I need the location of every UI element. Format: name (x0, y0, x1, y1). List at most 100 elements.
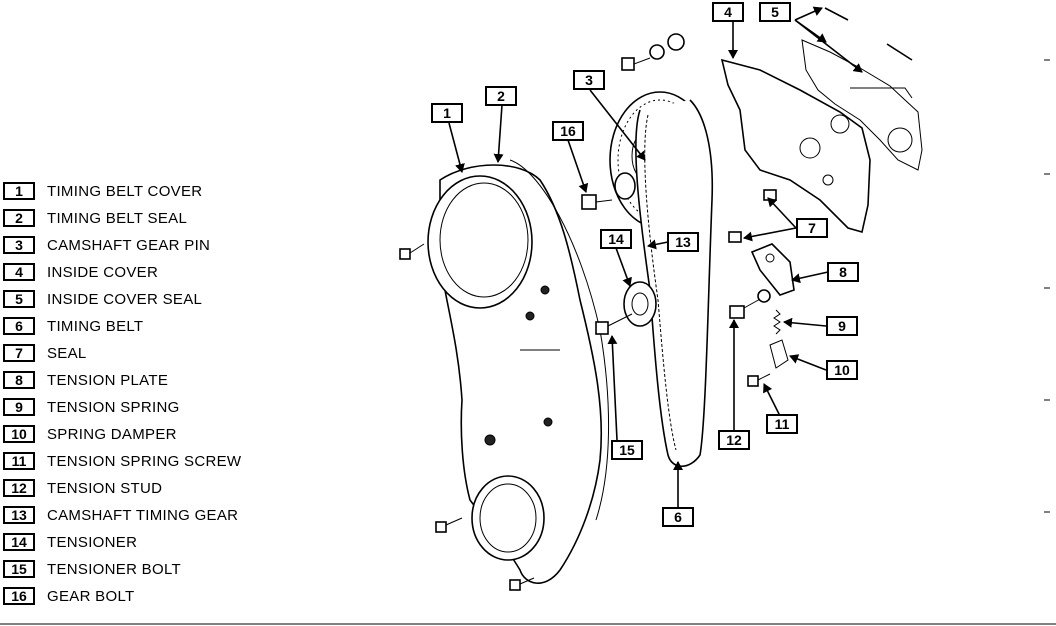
legend-number: 16 (3, 587, 35, 605)
cover-bolt-bottom-left (435, 517, 463, 533)
legend-item-gear-bolt: 16 GEAR BOLT (3, 585, 134, 607)
legend-number: 2 (3, 209, 35, 227)
callout-12: 12 (718, 430, 750, 450)
callout-16-label: 16 (560, 123, 576, 139)
gear-bolt-part (581, 194, 613, 210)
legend-item-timing-belt: 6 TIMING BELT (3, 315, 143, 337)
callout-8-label: 8 (839, 264, 847, 280)
margin-ticks (1044, 59, 1050, 513)
top-bolt (621, 33, 685, 71)
legend-label: TIMING BELT (47, 317, 144, 335)
legend-item-spring-damper: 10 SPRING DAMPER (3, 423, 177, 445)
cover-bolt-bottom (509, 577, 535, 591)
legend-number: 6 (3, 317, 35, 335)
legend-item-camshaft-gear-pin: 3 CAMSHAFT GEAR PIN (3, 234, 210, 256)
callout-5: 5 (759, 2, 791, 22)
legend-number: 5 (3, 290, 35, 308)
callout-6-label: 6 (674, 509, 682, 525)
legend-number: 13 (3, 506, 35, 524)
callout-2: 2 (485, 86, 517, 106)
inside-cover-seal (801, 7, 923, 171)
inside-cover (720, 58, 871, 234)
spring-damper (769, 339, 789, 369)
callout-10-label: 10 (834, 362, 850, 378)
callout-3-label: 3 (585, 72, 593, 88)
legend-label: TENSION SPRING SCREW (47, 452, 242, 470)
legend-label: TENSION SPRING (47, 398, 180, 416)
legend-label: TENSIONER (47, 533, 138, 551)
legend-label: TENSION STUD (47, 479, 163, 497)
legend-item-tensioner: 14 TENSIONER (3, 531, 137, 553)
legend-number: 9 (3, 398, 35, 416)
callout-14-label: 14 (608, 231, 624, 247)
callout-8: 8 (827, 262, 859, 282)
legend-item-tension-spring: 9 TENSION SPRING (3, 396, 180, 418)
callout-1: 1 (431, 103, 463, 123)
callout-13: 13 (667, 232, 699, 252)
legend-number: 7 (3, 344, 35, 362)
legend-label: GEAR BOLT (47, 587, 135, 605)
gear-washer (614, 172, 636, 200)
legend-item-timing-belt-seal: 2 TIMING BELT SEAL (3, 207, 187, 229)
callout-1-label: 1 (443, 105, 451, 121)
legend-number: 12 (3, 479, 35, 497)
callout-7-label: 7 (808, 220, 816, 236)
tension-plate (750, 243, 795, 296)
callout-5-label: 5 (771, 4, 779, 20)
legend-label: INSIDE COVER (47, 263, 159, 281)
legend-number: 1 (3, 182, 35, 200)
tension-spring (773, 309, 781, 335)
legend-item-inside-cover: 4 INSIDE COVER (3, 261, 158, 283)
callout-4-label: 4 (724, 4, 732, 20)
seal-upper (763, 189, 777, 201)
callout-12-label: 12 (726, 432, 742, 448)
callout-4: 4 (712, 2, 744, 22)
tensioner-bolt-part (595, 313, 633, 335)
legend-item-seal: 7 SEAL (3, 342, 87, 364)
callout-15: 15 (611, 440, 643, 460)
callout-2-label: 2 (497, 88, 505, 104)
callout-14: 14 (600, 229, 632, 249)
callout-15-label: 15 (619, 442, 635, 458)
legend-label: CAMSHAFT TIMING GEAR (47, 506, 239, 524)
legend-number: 3 (3, 236, 35, 254)
cover-bolt-left (399, 243, 425, 260)
legend-item-tension-spring-screw: 11 TENSION SPRING SCREW (3, 450, 241, 472)
legend-item-tensioner-bolt: 15 TENSIONER BOLT (3, 558, 181, 580)
tensioner (623, 281, 657, 327)
callout-9: 9 (826, 316, 858, 336)
legend-label: SPRING DAMPER (47, 425, 177, 443)
tension-stud (729, 289, 771, 319)
callout-6: 6 (662, 507, 694, 527)
callout-11-label: 11 (775, 416, 790, 432)
legend-number: 14 (3, 533, 35, 551)
legend-number: 15 (3, 560, 35, 578)
legend-item-timing-belt-cover: 1 TIMING BELT COVER (3, 180, 202, 202)
tension-spring-screw (747, 373, 771, 387)
legend-label: SEAL (47, 344, 87, 362)
legend-label: INSIDE COVER SEAL (47, 290, 203, 308)
callout-3: 3 (573, 70, 605, 90)
timing-belt-cover (427, 159, 610, 584)
callout-7: 7 (796, 218, 828, 238)
legend-number: 11 (3, 452, 35, 470)
legend-label: TENSIONER BOLT (47, 560, 181, 578)
legend-number: 10 (3, 425, 35, 443)
leader-lines (448, 6, 863, 508)
legend-label: TENSION PLATE (47, 371, 169, 389)
legend-label: CAMSHAFT GEAR PIN (47, 236, 211, 254)
legend-number: 4 (3, 263, 35, 281)
callout-16: 16 (552, 121, 584, 141)
callout-13-label: 13 (675, 234, 691, 250)
callout-9-label: 9 (838, 318, 846, 334)
legend-item-camshaft-timing-gear: 13 CAMSHAFT TIMING GEAR (3, 504, 238, 526)
legend-label: TIMING BELT SEAL (47, 209, 188, 227)
seal-lower (728, 231, 742, 243)
legend-number: 8 (3, 371, 35, 389)
callout-11: 11 (766, 414, 798, 434)
legend-item-inside-cover-seal: 5 INSIDE COVER SEAL (3, 288, 202, 310)
timing-belt (635, 99, 714, 468)
legend-item-tension-plate: 8 TENSION PLATE (3, 369, 168, 391)
legend-label: TIMING BELT COVER (47, 182, 203, 200)
